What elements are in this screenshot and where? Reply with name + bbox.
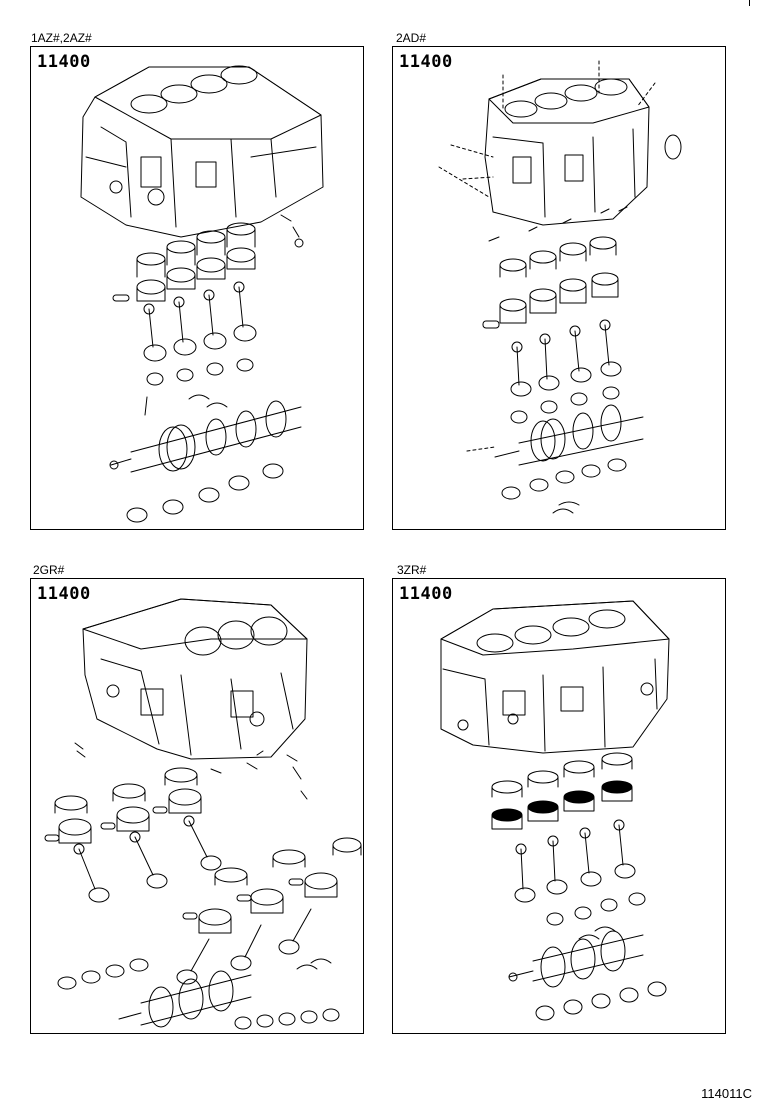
engine-label-1az: 1AZ#,2AZ#	[31, 31, 92, 45]
cylinder-block-1az	[80, 65, 324, 238]
pistons-3zr	[491, 752, 633, 830]
connecting-rods-1az	[143, 214, 304, 362]
main-bearings-2ad	[501, 458, 627, 514]
bearings-2gr	[57, 958, 332, 990]
crankshaft-2ad	[466, 404, 644, 466]
cylinder-block-2gr	[82, 598, 308, 760]
corner-tick	[749, 0, 750, 6]
panel-2gr[interactable]: 11400	[30, 578, 364, 1034]
figure-code: 114011C	[701, 1086, 752, 1101]
crankshaft-1az	[109, 400, 302, 473]
part-number-3zr[interactable]: 11400	[399, 584, 453, 604]
pistons-2ad	[482, 206, 628, 329]
cylinder-block-3zr	[440, 600, 670, 754]
engine-block-diagram-3zr	[440, 600, 670, 1021]
connecting-rods-bank2-2gr	[176, 908, 312, 985]
crankshaft-3zr	[508, 930, 644, 988]
connecting-rods-2ad	[510, 319, 622, 424]
main-bearings-2gr	[234, 1008, 340, 1030]
engine-block-diagram-2gr	[44, 598, 362, 1030]
main-bearings-1az	[126, 463, 284, 523]
part-number-2ad[interactable]: 11400	[399, 52, 453, 72]
crankshaft-2gr	[118, 970, 252, 1028]
engine-label-2ad: 2AD#	[396, 31, 427, 45]
pistons-bank2-2gr	[182, 837, 362, 934]
connecting-rods-3zr	[514, 819, 646, 940]
engine-block-diagram-2ad	[438, 60, 682, 514]
part-number-2gr[interactable]: 11400	[37, 584, 91, 604]
pistons-1az	[112, 222, 256, 302]
connecting-rods-bank1-2gr	[73, 815, 222, 903]
panel-2ad[interactable]: 11400	[392, 46, 726, 530]
chain-parts-2gr	[74, 742, 308, 800]
cylinder-block-2ad	[438, 60, 682, 226]
panel-3zr[interactable]: 11400	[392, 578, 726, 1034]
bearings-1az	[144, 358, 254, 416]
panel-1az-2az[interactable]: 11400	[30, 46, 364, 530]
main-bearings-3zr	[535, 981, 667, 1021]
pistons-bank1-2gr	[44, 767, 202, 844]
engine-label-3zr: 3ZR#	[397, 563, 427, 577]
engine-label-2gr: 2GR#	[33, 563, 65, 577]
engine-block-diagram-1az	[80, 65, 324, 523]
part-number-1az[interactable]: 11400	[37, 52, 91, 72]
